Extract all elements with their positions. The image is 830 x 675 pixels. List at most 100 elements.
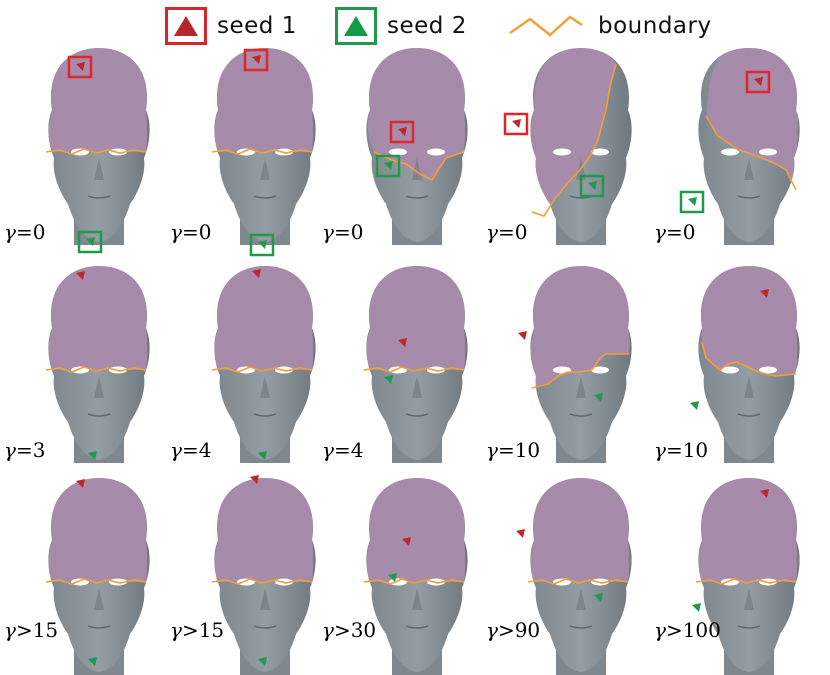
gamma-label: γ=0	[654, 220, 695, 244]
gamma-label: γ=10	[486, 438, 540, 462]
seed2-marker	[384, 375, 393, 384]
right-eye	[591, 148, 609, 156]
gamma-value: =3	[15, 438, 46, 462]
gamma-label: γ>90	[486, 618, 540, 642]
seed2-marker	[388, 573, 397, 582]
seed2-highlight-box	[375, 154, 401, 178]
gamma-value: =0	[15, 220, 46, 244]
right-eye	[427, 148, 445, 156]
gamma-label: γ=0	[170, 220, 211, 244]
gamma-symbol: γ	[654, 220, 666, 244]
seed1-region	[214, 48, 314, 152]
seed2-marker	[688, 197, 697, 206]
seed1-region	[48, 266, 148, 370]
seed2-marker	[88, 657, 97, 666]
boundary-line	[695, 578, 797, 585]
left-eye	[71, 578, 89, 586]
nose	[260, 376, 270, 398]
nose	[576, 376, 586, 398]
seed1-region	[366, 266, 466, 370]
seed1-marker	[252, 269, 261, 278]
left-eye	[553, 578, 571, 586]
left-eye	[389, 366, 407, 374]
mouth	[737, 625, 761, 629]
gamma-label: γ=10	[654, 438, 708, 462]
boundary-line	[701, 341, 797, 377]
gamma-value: >100	[665, 618, 721, 642]
nose	[94, 376, 104, 398]
nose	[94, 158, 104, 180]
gamma-value: =0	[181, 220, 212, 244]
gamma-value: =4	[181, 438, 212, 462]
head-cell-r2-c5: γ=10	[654, 258, 830, 463]
seed2-marker	[594, 393, 603, 402]
seed2-highlight-box	[249, 233, 275, 257]
gamma-symbol: γ	[654, 438, 666, 462]
head-mesh	[45, 266, 150, 463]
gamma-label: γ>15	[4, 618, 58, 642]
gamma-symbol: γ	[4, 438, 16, 462]
legend-boundary: boundary	[508, 6, 712, 46]
red-triangle-icon	[174, 16, 198, 36]
seed2-marker	[692, 603, 701, 612]
left-eye	[721, 578, 739, 586]
head-mesh	[211, 48, 316, 257]
head-mesh	[211, 266, 316, 463]
left-eye	[71, 148, 89, 156]
gamma-label: γ=0	[322, 220, 363, 244]
seed1-marker	[76, 62, 85, 71]
gamma-value: =0	[665, 220, 696, 244]
seed1-marker	[252, 55, 261, 64]
head-mesh	[692, 478, 800, 675]
seed1-region	[530, 48, 616, 216]
seed1-highlight-box	[389, 120, 415, 144]
nose	[576, 588, 586, 610]
head-mesh	[211, 475, 316, 675]
gamma-label: γ>15	[170, 618, 224, 642]
left-eye	[389, 148, 407, 156]
mouth	[405, 195, 429, 199]
gamma-value: =10	[497, 438, 541, 462]
seed2-marker	[258, 451, 267, 460]
seed1-marker	[76, 271, 85, 280]
boundary-line	[45, 148, 147, 155]
mouth	[405, 413, 429, 417]
head-cell-r1-c3: γ=0	[322, 40, 500, 245]
nose	[260, 588, 270, 610]
boundary-line	[211, 148, 313, 155]
head-cell-r2-c4: γ =10	[486, 258, 664, 463]
seed2-marker	[588, 181, 597, 190]
boundary-line	[705, 115, 797, 191]
mouth	[87, 413, 111, 417]
seed1-region	[367, 48, 466, 180]
left-eye	[237, 578, 255, 586]
nose	[744, 376, 754, 398]
left-eye	[553, 148, 571, 156]
gamma-symbol: γ	[322, 618, 334, 642]
gamma-label: γ=0	[486, 220, 527, 244]
head-mesh	[363, 478, 468, 675]
right-eye	[759, 148, 777, 156]
boundary-line	[45, 366, 147, 373]
head-mesh	[45, 48, 150, 254]
gamma-label: γ>30	[322, 618, 376, 642]
boundary-line	[373, 151, 465, 182]
mouth	[737, 413, 761, 417]
head-mesh	[516, 478, 632, 675]
head-mesh	[503, 48, 632, 245]
gamma-value: >15	[181, 618, 225, 642]
head-cell-r1-c2: γ=0	[170, 40, 348, 257]
green-triangle-icon	[344, 16, 368, 36]
head-cell-r2-c1: γ=3	[4, 258, 182, 463]
boundary-line	[531, 63, 617, 217]
seed2-label: seed 2	[387, 13, 467, 39]
legend: seed 1 seed 2 boundary	[0, 0, 830, 52]
gamma-symbol: γ	[4, 220, 16, 244]
seed1-region	[701, 266, 798, 376]
head-cell-r3-c2: γ >15	[170, 470, 348, 675]
mouth	[253, 413, 277, 417]
seed2-marker	[384, 161, 393, 170]
seed1-highlight-box	[503, 112, 529, 136]
gamma-symbol: γ	[486, 618, 498, 642]
